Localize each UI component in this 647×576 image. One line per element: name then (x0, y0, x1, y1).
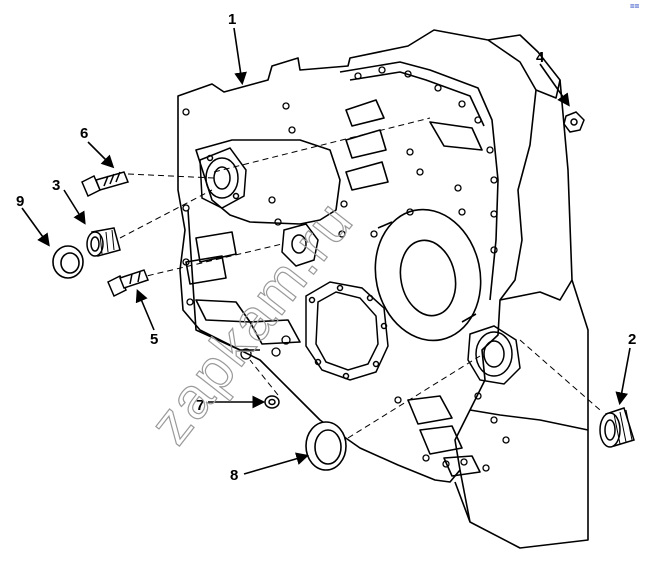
callout-9: 9 (16, 193, 24, 210)
gear-chamber (305, 281, 389, 381)
bearing-part-2 (599, 407, 635, 448)
gear-housing (177, 29, 589, 549)
assembly-lines (119, 117, 601, 439)
seal-part-8 (305, 421, 347, 471)
callout-leaders (21, 27, 631, 475)
callout-8: 8 (230, 467, 238, 484)
perimeter-bolt-holes (182, 66, 510, 472)
lower-seal-boss (467, 325, 521, 385)
bearing-part-3 (86, 227, 121, 257)
callout-labels: 1 2 3 4 5 6 7 8 9 (16, 11, 636, 484)
callout-4: 4 (536, 49, 545, 66)
callout-1: 1 (228, 11, 236, 28)
callout-5: 5 (150, 331, 158, 348)
upper-seal-boss (199, 147, 247, 209)
seal-ring-part-9 (52, 245, 84, 279)
small-flange (281, 223, 319, 267)
washer-part-7 (264, 395, 280, 409)
bolt-part-5 (107, 269, 149, 298)
nut-part-4 (563, 111, 585, 133)
bolt-part-6 (81, 171, 130, 198)
corner-mark: == (630, 2, 640, 11)
callout-2: 2 (628, 331, 636, 348)
watermark: zapkam.ru (137, 188, 366, 456)
central-bore (374, 208, 482, 342)
callout-6: 6 (80, 125, 88, 142)
callout-3: 3 (52, 177, 60, 194)
callout-7: 7 (196, 397, 204, 414)
